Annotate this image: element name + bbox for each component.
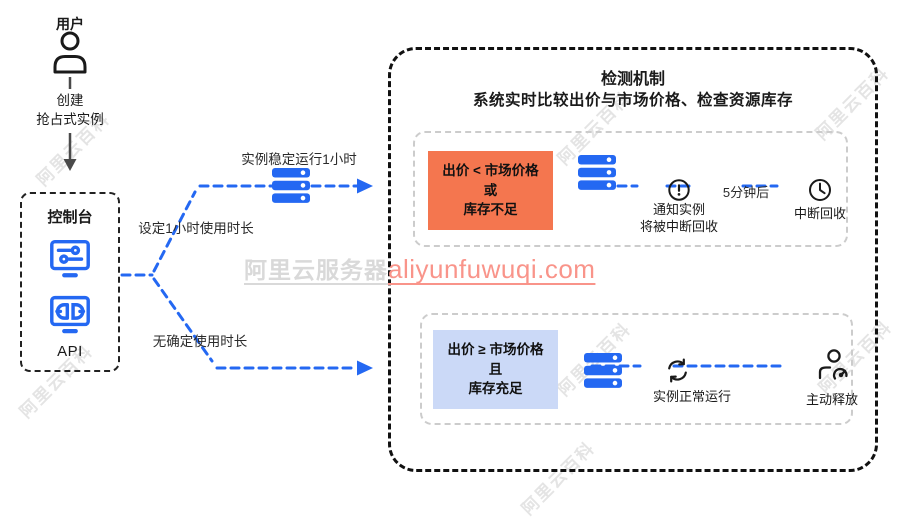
running-label: 实例正常运行 [652, 389, 731, 404]
reclaim-label: 中断回收 [793, 206, 846, 221]
branch-top-note: 实例稳定运行1小时 [241, 152, 357, 167]
clock-icon [809, 179, 831, 201]
exclamation-circle-icon [668, 179, 690, 201]
notify-line1: 通知实例 [652, 202, 705, 217]
notify-line2: 将被中断回收 [639, 218, 718, 234]
branch-top-label: 设定1小时使用时长 [138, 221, 254, 236]
branch-bottom-label: 无确定使用时长 [152, 334, 248, 349]
user-label: 用户 [56, 16, 84, 32]
detection-title: 检测机制 [600, 71, 665, 88]
normal-condition-box: 出价 ≥ 市场价格 且 库存充足 [433, 330, 558, 409]
reclaim-condition-line1: 出价 < 市场价格 [442, 163, 539, 179]
api-label: API [57, 343, 83, 360]
reclaim-condition-box: 出价 < 市场价格 或 库存不足 [428, 151, 553, 230]
create-line1: 创建 [56, 93, 84, 108]
normal-condition-line2: 且 [488, 361, 503, 377]
server-icon [272, 168, 310, 203]
normal-condition-line3: 库存充足 [468, 381, 523, 397]
console-api-box: 控制台 API [20, 192, 120, 372]
create-line2: 抢占式实例 [36, 111, 104, 127]
release-label: 主动释放 [805, 392, 858, 407]
console-monitor-icon [50, 239, 90, 278]
reclaim-condition-line2: 或 [483, 182, 498, 198]
api-plug-icon [50, 295, 90, 334]
normal-path-box: 出价 ≥ 市场价格 且 库存充足 实例正常运行 主动释放 [420, 313, 858, 425]
create-instance-label: 创建 抢占式实例 [10, 92, 130, 130]
server-icon [578, 155, 616, 190]
console-label: 控制台 [47, 209, 93, 226]
detection-subtitle: 系统实时比较出价与市场价格、检查资源库存 [472, 92, 793, 109]
reclaim-condition-line3: 库存不足 [463, 202, 518, 218]
release-person-icon [818, 349, 848, 380]
refresh-icon [668, 358, 687, 383]
delay-label: 5分钟后 [722, 185, 770, 200]
notify-label: 通知实例 将被中断回收 [619, 202, 739, 236]
reclaim-path-box: 出价 < 市场价格 或 库存不足 通知实例 将被中断回收 5分钟后 中断回收 [413, 131, 848, 247]
server-icon [584, 353, 622, 388]
normal-condition-line1: 出价 ≥ 市场价格 [447, 342, 544, 358]
user-icon [53, 31, 87, 74]
detection-mechanism-box: 检测机制 系统实时比较出价与市场价格、检查资源库存 出价 < 市场价格 或 库存… [388, 47, 878, 472]
